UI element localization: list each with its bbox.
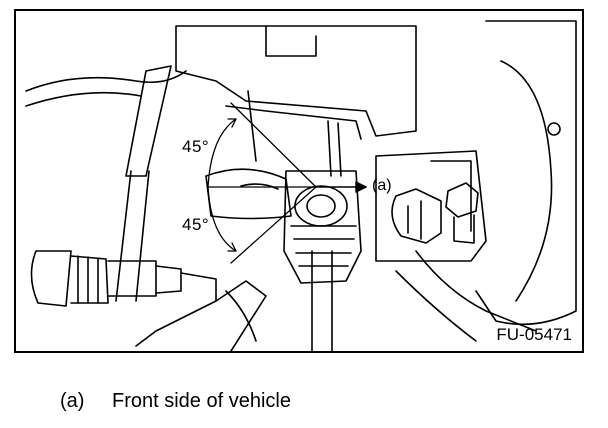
- callout-label-a: (a): [372, 177, 392, 194]
- angle-guide-lines: [207, 102, 317, 264]
- figure-id: FU-05471: [496, 325, 572, 344]
- angle-label-lower: 45°: [182, 215, 210, 234]
- front-direction-arrow: [315, 181, 367, 193]
- angle-label-upper: 45°: [182, 137, 210, 156]
- engine-component-outlines: [25, 20, 577, 351]
- legend: (a) Front side of vehicle: [60, 390, 291, 413]
- legend-text: Front side of vehicle: [112, 390, 291, 412]
- legend-key: (a): [60, 390, 85, 412]
- engine-bay-illustration: [25, 20, 577, 351]
- figure-frame: 45° 45° (a) FU-05471: [14, 9, 584, 353]
